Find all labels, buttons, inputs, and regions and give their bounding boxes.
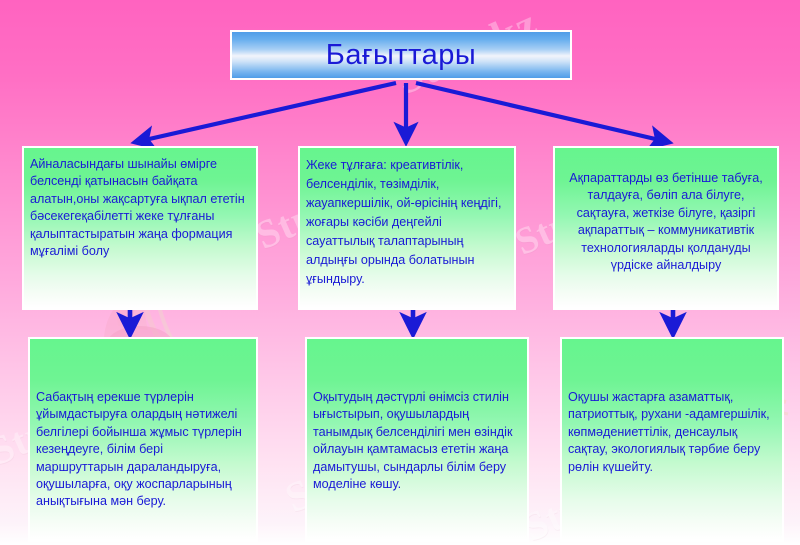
direction-box-bottom-middle-text: Оқытудың дәстүрлі өнімсіз стилін ығыстыр… [313, 390, 513, 492]
direction-box-bottom-left-text: Сабақтың ерекше түрлерін ұйымдастыруға о… [36, 390, 242, 509]
direction-box-bottom-middle: Оқытудың дәстүрлі өнімсіз стилін ығыстыр… [305, 337, 529, 542]
direction-box-top-middle: Жеке тұлғаға: креативтілік, белсенділік,… [298, 146, 516, 310]
direction-box-top-left: Айналасындағы шынайы өмірге белсенді қат… [22, 146, 258, 310]
direction-box-top-right-text: Ақпараттарды өз бетінше табуға, талдауға… [569, 171, 763, 273]
direction-box-top-left-text: Айналасындағы шынайы өмірге белсенді қат… [30, 157, 245, 259]
page-title: Бағыттары [325, 38, 477, 71]
direction-box-top-middle-text: Жеке тұлғаға: креативтілік, белсенділік,… [306, 158, 502, 286]
direction-box-top-right: Ақпараттарды өз бетінше табуға, талдауға… [553, 146, 779, 310]
direction-box-bottom-left: Сабақтың ерекше түрлерін ұйымдастыруға о… [28, 337, 258, 542]
slide-title-box: Бағыттары [230, 30, 572, 80]
direction-box-bottom-right: Оқушы жастарға азаматтық, патриоттық, ру… [560, 337, 784, 542]
direction-box-bottom-right-text: Оқушы жастарға азаматтық, патриоттық, ру… [568, 390, 770, 474]
